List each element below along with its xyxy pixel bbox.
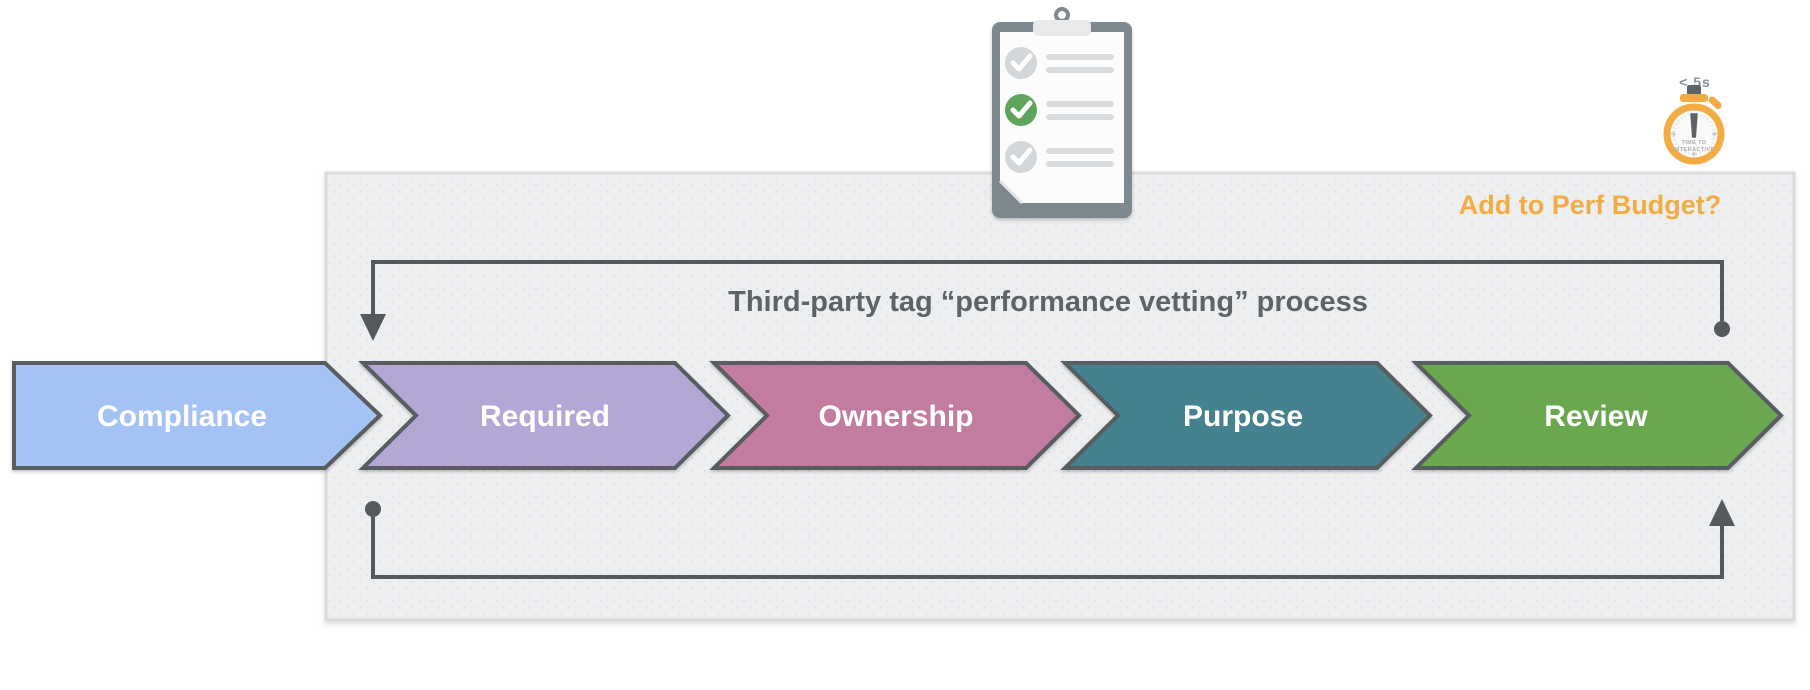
checklist-line bbox=[1046, 161, 1114, 167]
dial-text-line1: TIME TO bbox=[1681, 140, 1706, 146]
top-loop-line bbox=[371, 260, 1724, 321]
checklist-line bbox=[1046, 114, 1114, 120]
checkmark-icon bbox=[1010, 100, 1033, 119]
bottom-loop-connector bbox=[365, 499, 1735, 579]
stage-purpose bbox=[1060, 361, 1433, 470]
top-loop-connector bbox=[360, 260, 1730, 341]
bottom-loop-start-dot bbox=[365, 501, 381, 517]
checklist-line bbox=[1046, 67, 1114, 73]
stopwatch-timer-icon: < 5s TIME TO INTERACTIVE bbox=[1663, 74, 1725, 165]
stage-review-label: Review bbox=[1544, 400, 1648, 433]
stage-review bbox=[1411, 361, 1784, 470]
checklist-line bbox=[1046, 148, 1114, 154]
stopwatch-needle bbox=[1690, 113, 1698, 138]
stage-ownership-label: Ownership bbox=[818, 400, 973, 433]
top-loop-start-dot bbox=[1714, 321, 1730, 337]
time-to-interactive-value: < 5s bbox=[1679, 74, 1711, 90]
bottom-loop-line bbox=[371, 517, 1724, 579]
checklist-clipboard-icon bbox=[992, 7, 1132, 218]
dial-text-line2: INTERACTIVE bbox=[1673, 147, 1714, 153]
dial-ticks bbox=[1671, 131, 1717, 157]
perf-budget-question: Add to Perf Budget? bbox=[1459, 190, 1721, 220]
stage-required bbox=[358, 361, 731, 470]
stage-labels: Compliance Required Ownership Purpose Re… bbox=[97, 400, 1648, 433]
stage-required-label: Required bbox=[480, 400, 610, 433]
stage-ownership bbox=[709, 361, 1082, 470]
bottom-loop-arrowhead-icon bbox=[1709, 499, 1735, 526]
stopwatch-side-button bbox=[1708, 96, 1722, 109]
checkmark-icon bbox=[1010, 53, 1033, 72]
checkmark-icon bbox=[1010, 147, 1033, 166]
checklist-line bbox=[1046, 54, 1114, 60]
stage-chevrons bbox=[12, 361, 1784, 470]
stage-compliance bbox=[12, 361, 383, 470]
stage-purpose-label: Purpose bbox=[1183, 400, 1303, 433]
top-loop-arrowhead-icon bbox=[360, 314, 386, 341]
stopwatch-crown bbox=[1680, 94, 1708, 102]
clipboard-ring bbox=[1054, 7, 1070, 23]
checklist-line bbox=[1046, 101, 1114, 107]
stage-compliance-label: Compliance bbox=[97, 400, 267, 433]
diagram-title: Third-party tag “performance vetting” pr… bbox=[728, 286, 1368, 318]
clipboard-clip bbox=[1033, 20, 1091, 36]
paper-fold bbox=[998, 179, 1024, 205]
